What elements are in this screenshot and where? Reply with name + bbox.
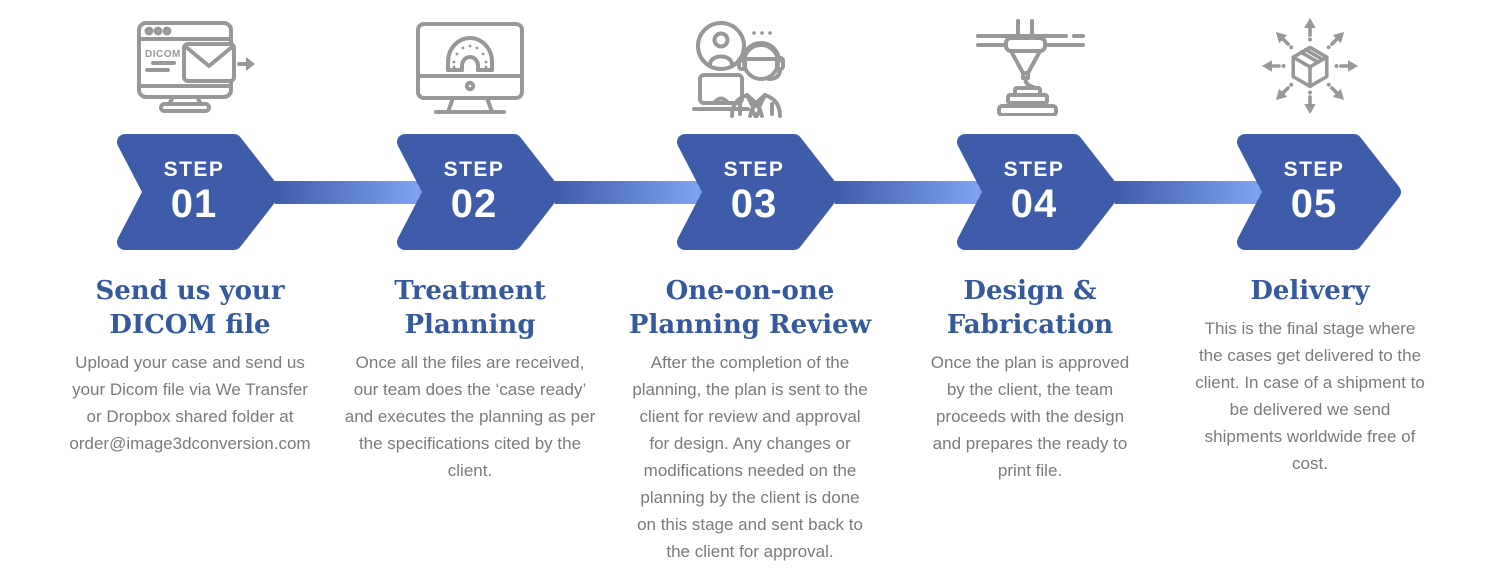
step-label: STEP xyxy=(1003,158,1065,181)
process-step-5: STEP 05 Delivery This is the final stage… xyxy=(1170,0,1450,565)
step-label: STEP xyxy=(1283,158,1345,181)
connector-band xyxy=(835,181,985,204)
process-step-1: DICOM STEP 01 Send us your DICOM file Up… xyxy=(50,0,330,565)
process-step-2: STEP 02 Treatment Planning Once all the … xyxy=(330,0,610,565)
step-number: 01 xyxy=(170,182,218,226)
step-chevron: STEP 05 xyxy=(1236,134,1402,250)
step-description: Once all the files are received, our tea… xyxy=(344,353,596,480)
step-chevron: STEP 01 xyxy=(116,134,282,250)
step-title: Delivery xyxy=(1250,276,1370,306)
process-step-3: STEP 03 One-on-one Planning Review After… xyxy=(610,0,890,565)
step-description: This is the final stage where the cases … xyxy=(1195,319,1425,473)
planning-review-icon xyxy=(690,0,810,132)
step-chevron: STEP 04 xyxy=(956,134,1122,250)
step-number: 04 xyxy=(1010,182,1058,226)
process-step-4: STEP 04 Design & Fabrication Once the pl… xyxy=(890,0,1170,565)
step-label: STEP xyxy=(723,158,785,181)
step-title: Treatment Planning xyxy=(394,276,546,340)
step-title: Design & Fabrication xyxy=(946,276,1114,340)
step-number: 03 xyxy=(730,182,778,226)
connector-band xyxy=(1115,181,1265,204)
3d-printer-icon xyxy=(970,0,1090,132)
step-chevron: STEP 02 xyxy=(396,134,562,250)
step-description: Once the plan is approved by the client,… xyxy=(930,353,1130,480)
connector-band xyxy=(275,181,425,204)
step-description: Upload your case and send us your Dicom … xyxy=(69,353,311,453)
treatment-planning-icon xyxy=(410,0,530,132)
step-description: After the completion of the planning, th… xyxy=(632,353,868,561)
dicom-upload-icon: DICOM xyxy=(117,0,263,132)
svg-text:DICOM: DICOM xyxy=(145,49,181,60)
step-title: One-on-one Planning Review xyxy=(628,276,872,340)
step-chevron: STEP 03 xyxy=(676,134,842,250)
step-number: 05 xyxy=(1290,182,1338,226)
step-title: Send us your DICOM file xyxy=(95,276,285,340)
steps-row: DICOM STEP 01 Send us your DICOM file Up… xyxy=(50,0,1450,565)
connector-band xyxy=(555,181,705,204)
step-label: STEP xyxy=(443,158,505,181)
delivery-icon xyxy=(1257,0,1363,132)
step-number: 02 xyxy=(450,182,498,226)
step-label: STEP xyxy=(163,158,225,181)
